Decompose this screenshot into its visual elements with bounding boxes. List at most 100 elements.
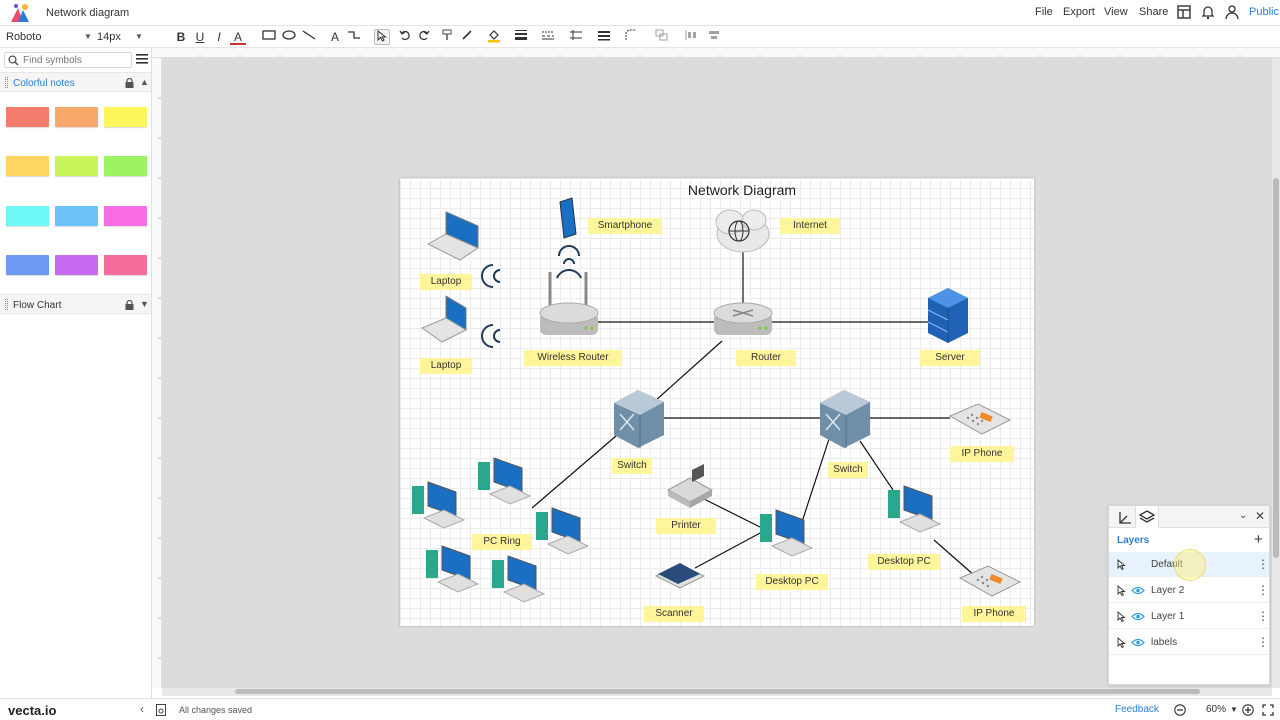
redo-icon[interactable] — [416, 29, 432, 45]
desktop-pc-icon[interactable] — [478, 457, 532, 505]
scrollbar-thumb[interactable] — [235, 689, 1200, 694]
pointer-icon[interactable] — [1117, 559, 1126, 570]
pointer-icon[interactable] — [1117, 585, 1126, 596]
arrow-style-icon[interactable] — [568, 29, 584, 45]
swatch-note[interactable] — [104, 255, 147, 275]
vertical-scrollbar[interactable] — [1272, 58, 1280, 688]
zoom-out-icon[interactable] — [1174, 704, 1186, 716]
swatch-note[interactable] — [6, 156, 49, 176]
eye-icon[interactable] — [1131, 612, 1145, 621]
eye-icon[interactable] — [1131, 638, 1145, 647]
brand-name[interactable]: vecta.io — [8, 703, 57, 718]
format-painter-icon[interactable] — [439, 29, 455, 45]
swatch-note[interactable] — [6, 206, 49, 226]
layer-row-layer-1[interactable]: Layer 1 ⋮ — [1109, 604, 1269, 629]
section-colorful-notes[interactable]: Colorful notes ▲ — [0, 72, 151, 92]
undo-icon[interactable] — [397, 29, 413, 45]
bold-icon[interactable]: B — [176, 30, 186, 44]
layer-name[interactable]: Layer 2 — [1151, 585, 1185, 596]
layout-icon[interactable] — [1176, 4, 1192, 20]
page-icon[interactable] — [156, 704, 166, 716]
connector-icon[interactable] — [346, 29, 362, 45]
chevron-down-icon[interactable]: ⌄ — [1239, 510, 1248, 521]
add-layer-icon[interactable]: + — [1254, 531, 1263, 548]
drawing-canvas[interactable]: Network Diagram Laptop Laptop Smartphone… — [162, 58, 1272, 688]
chevron-down-icon[interactable]: ▼ — [84, 32, 92, 41]
desktop-pc-icon[interactable] — [426, 545, 480, 593]
document-title[interactable]: Network diagram — [46, 7, 130, 19]
zoom-level-select[interactable]: 60% — [1205, 704, 1226, 715]
line-icon[interactable] — [301, 29, 317, 45]
scrollbar-thumb[interactable] — [1273, 178, 1279, 558]
label-router[interactable]: Router — [736, 350, 796, 366]
feedback-link[interactable]: Feedback — [1115, 704, 1159, 715]
wireless-router-icon[interactable] — [539, 272, 599, 335]
search-input[interactable] — [23, 54, 129, 67]
line-weight-icon[interactable] — [513, 29, 529, 45]
distribute-icon[interactable] — [683, 29, 699, 45]
label-ip-phone[interactable]: IP Phone — [950, 446, 1014, 462]
more-options-icon[interactable]: ⋮ — [1257, 557, 1269, 571]
swatch-note[interactable] — [6, 255, 49, 275]
zoom-in-icon[interactable] — [1242, 704, 1254, 716]
eye-icon[interactable] — [1131, 586, 1145, 595]
bell-icon[interactable] — [1200, 4, 1216, 20]
menu-export[interactable]: Export — [1063, 6, 1095, 18]
label-desktop-pc[interactable]: Desktop PC — [868, 554, 940, 570]
chart-axis-icon[interactable] — [1113, 509, 1135, 527]
visibility-public-link[interactable]: Public — [1249, 6, 1279, 18]
desktop-pc-icon[interactable] — [412, 481, 466, 529]
arrange-icon[interactable] — [654, 29, 670, 45]
smartphone-icon[interactable] — [559, 197, 577, 239]
swatch-note[interactable] — [55, 156, 98, 176]
router-icon[interactable] — [713, 302, 773, 335]
symbol-search[interactable] — [4, 52, 132, 68]
fill-color-icon[interactable] — [486, 29, 502, 45]
layer-name[interactable]: labels — [1151, 637, 1178, 648]
text-icon[interactable]: A — [330, 30, 339, 44]
vecta-logo-icon[interactable] — [8, 2, 34, 24]
more-options-icon[interactable]: ⋮ — [1257, 635, 1269, 649]
chevron-down-icon[interactable]: ▼ — [1230, 705, 1238, 714]
label-ip-phone[interactable]: IP Phone — [962, 606, 1026, 622]
label-switch[interactable]: Switch — [828, 462, 868, 478]
desktop-pc-icon[interactable] — [536, 507, 590, 555]
label-internet[interactable]: Internet — [780, 218, 840, 234]
printer-icon[interactable] — [666, 464, 714, 508]
label-pc-ring[interactable]: PC Ring — [472, 534, 532, 550]
scanner-icon[interactable] — [654, 563, 706, 589]
label-smartphone[interactable]: Smartphone — [588, 218, 662, 234]
chevron-up-icon[interactable]: ▲ — [140, 77, 149, 87]
layer-row-default[interactable]: Default ⋮ — [1109, 552, 1269, 577]
network-switch-icon[interactable] — [614, 390, 664, 448]
label-wireless-router[interactable]: Wireless Router — [524, 350, 622, 366]
label-printer[interactable]: Printer — [656, 518, 716, 534]
align-objects-icon[interactable] — [706, 29, 722, 45]
pointer-icon[interactable] — [1117, 637, 1126, 648]
more-options-icon[interactable]: ⋮ — [1257, 609, 1269, 623]
ellipse-icon[interactable] — [281, 29, 297, 45]
layer-name[interactable]: Default — [1151, 559, 1183, 570]
fullscreen-icon[interactable] — [1262, 704, 1274, 716]
align-icon[interactable] — [596, 29, 612, 45]
laptop-icon[interactable] — [426, 211, 480, 261]
menu-icon[interactable] — [136, 54, 148, 64]
diagram-title[interactable]: Network Diagram — [687, 182, 797, 198]
swatch-note[interactable] — [55, 107, 98, 127]
layer-row-labels[interactable]: labels ⋮ — [1109, 630, 1269, 655]
network-switch-icon[interactable] — [820, 390, 870, 448]
layer-name[interactable]: Layer 1 — [1151, 611, 1185, 622]
chevron-left-icon[interactable]: ‹ — [140, 702, 144, 716]
lock-icon[interactable] — [125, 300, 134, 310]
swatch-note[interactable] — [104, 107, 147, 127]
drag-handle-icon[interactable] — [5, 299, 8, 310]
underline-icon[interactable]: U — [195, 30, 205, 44]
connection-lines[interactable] — [531, 248, 976, 577]
menu-share[interactable]: Share — [1139, 6, 1169, 18]
chevron-down-icon[interactable]: ▼ — [140, 299, 149, 309]
label-laptop[interactable]: Laptop — [420, 274, 472, 290]
rectangle-icon[interactable] — [261, 29, 277, 45]
label-desktop-pc[interactable]: Desktop PC — [756, 574, 828, 590]
swatch-note[interactable] — [55, 255, 98, 275]
line-style-icon[interactable] — [540, 29, 556, 45]
